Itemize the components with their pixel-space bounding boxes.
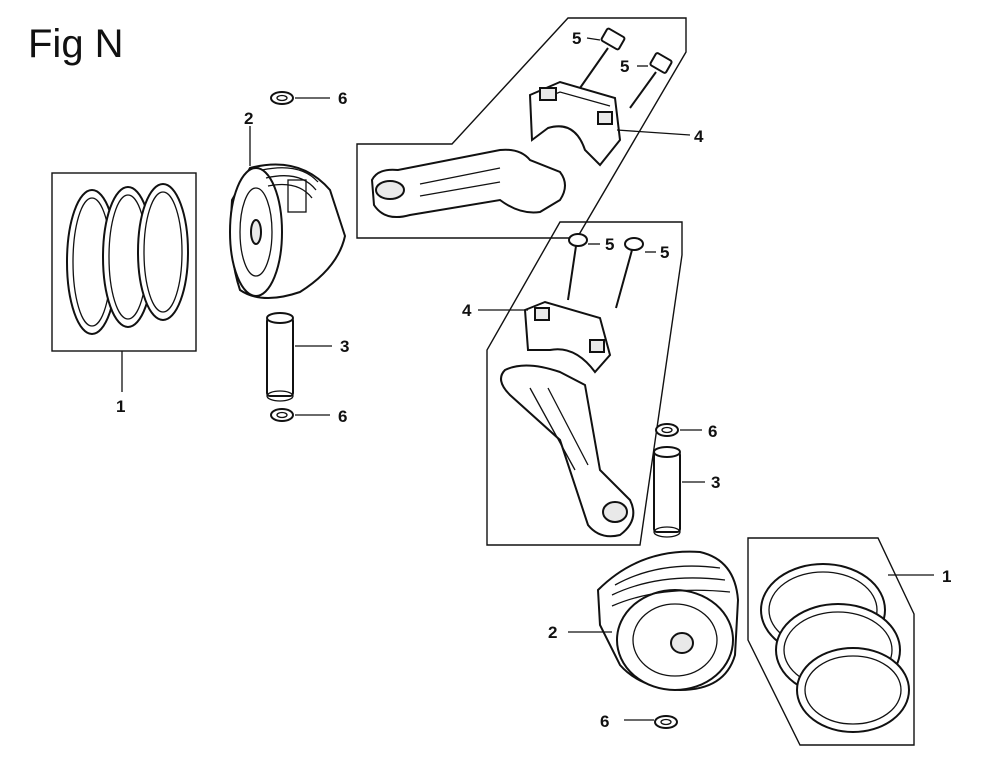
circlip-left-bottom [270, 408, 330, 422]
callout-clip-right-top: 6 [708, 422, 717, 441]
piston-rings-right [747, 537, 934, 746]
circlip-right-bottom [624, 715, 678, 729]
connecting-rod-top [356, 17, 691, 239]
piston-rings-left [51, 172, 197, 392]
callout-rings-left: 1 [116, 397, 125, 416]
callout-clip-left-bottom: 6 [338, 407, 347, 426]
callout-piston-right: 2 [548, 623, 557, 642]
ring-right-3 [796, 647, 910, 733]
piston-pin-left [266, 312, 332, 402]
callout-pin-right: 3 [711, 473, 720, 492]
callout-clip-left-top: 6 [338, 89, 347, 108]
callout-bolt-mid-b: 5 [660, 243, 669, 262]
rod-bolt-mid-a [567, 233, 600, 301]
callout-bolt-top-a: 5 [572, 29, 581, 48]
piston-left [229, 126, 347, 300]
callout-bolt-top-b: 5 [620, 57, 629, 76]
callout-rings-right: 1 [942, 567, 951, 586]
callout-piston-left: 2 [244, 109, 253, 128]
piston-right [568, 550, 740, 692]
callout-bolt-mid-a: 5 [605, 235, 614, 254]
piston-pin-right [653, 446, 705, 538]
rod-bolt-top-b [629, 52, 673, 109]
rod-bolt-mid-b [615, 237, 656, 309]
callout-pin-left: 3 [340, 337, 349, 356]
connecting-rod-middle [478, 221, 683, 546]
ring-left-3 [137, 183, 189, 321]
callout-rod-middle: 4 [462, 301, 472, 320]
circlip-right-top [655, 423, 702, 437]
callout-rod-top: 4 [694, 127, 704, 146]
figure-title: Fig N [28, 22, 124, 66]
callout-clip-right-bottom: 6 [600, 712, 609, 731]
circlip-left-top [270, 91, 330, 105]
rod-bolt-top-a [579, 27, 626, 89]
